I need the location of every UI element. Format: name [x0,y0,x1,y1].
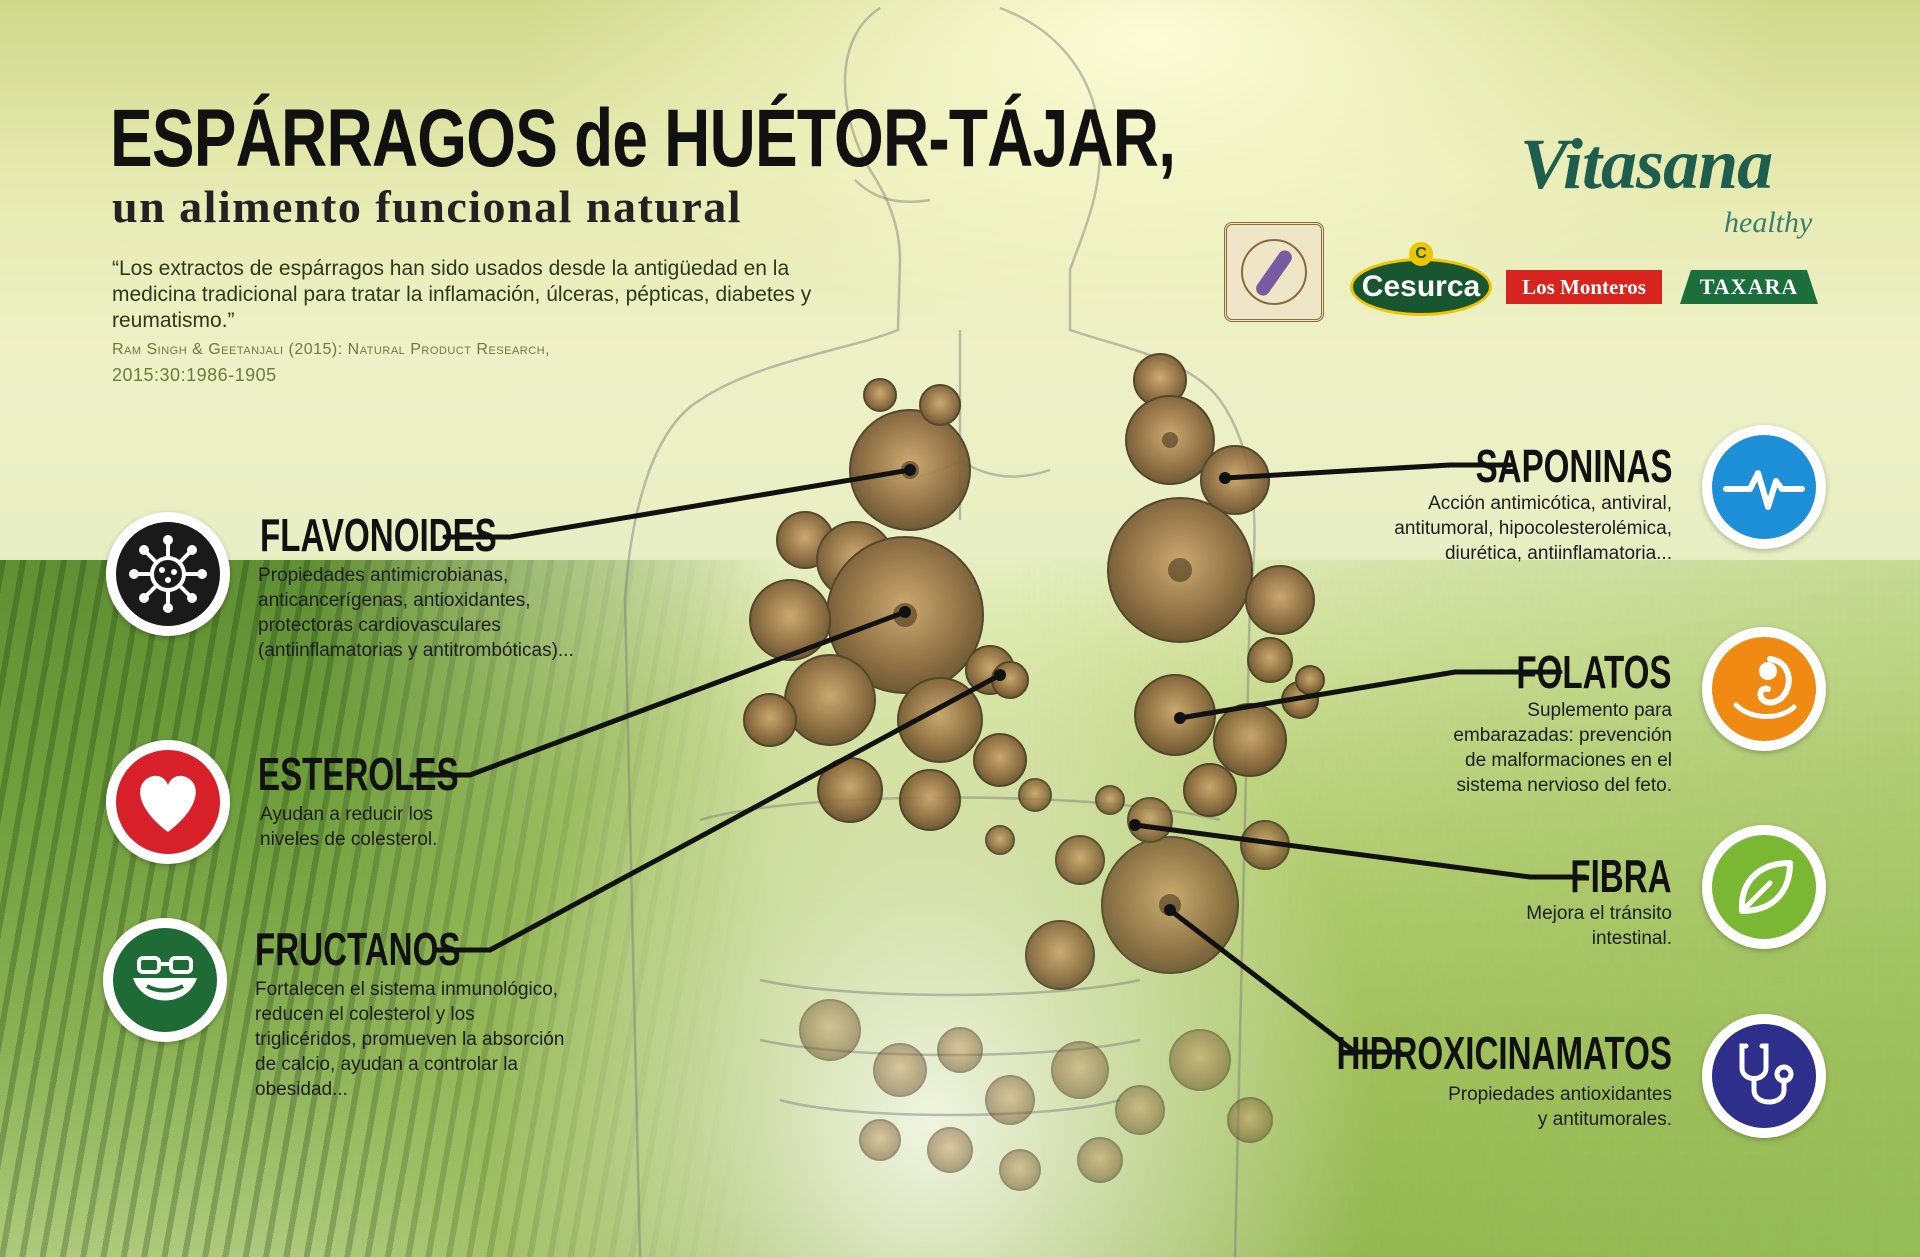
fructanos-description: Fortalecen el sistema inmunológico, redu… [255,979,565,1100]
connector-folatos [1177,669,1563,721]
esteroles-description: Ayudan a reducir los niveles de colester… [260,804,438,850]
glasses-mustache-icon [133,956,197,1001]
saponinas-description: Acción antimicótica, antiviral, antitumo… [1394,493,1672,564]
connector-saponinas [1222,462,1513,481]
quote-text: “Los extractos de espárragos han sido us… [112,257,812,332]
esteroles-badge [106,740,230,864]
connector-fibra [1132,822,1588,880]
hidroxicinamatos-badge [1702,1014,1826,1138]
pulse-icon [1723,470,1805,510]
cesurca-logo: Cesurca [1350,258,1492,316]
vitasana-tagline: healthy [1724,206,1813,239]
fibra-description: Mejora el tránsito intestinal. [1526,903,1672,949]
intestine-gears [799,999,1273,1191]
heart-icon [140,775,196,832]
stethoscope-icon [1739,1043,1794,1105]
saponinas-heading: SAPONINAS [1475,440,1672,492]
fibra-heading: FIBRA [1570,850,1672,902]
fibra-badge [1702,825,1826,949]
cesurca-mark: C [1409,242,1433,266]
seal-ring [1241,239,1307,305]
hidroxicinamatos-description: Propiedades antioxidantes y antitumorale… [1448,1084,1672,1130]
taxara-logo: TAXARA [1680,270,1818,304]
virus-icon [129,535,207,613]
leaf-icon [1738,860,1793,914]
folatos-heading: FOLATOS [1516,646,1672,698]
fructanos-heading: FRUCTANOS [255,923,461,975]
connector-flavonoides [442,467,913,540]
left-lung-gears [743,378,1029,831]
fetus-icon [1733,656,1797,719]
vitasana-logo: Vitasana [1520,124,1773,204]
los-monteros-logo: Los Monteros [1506,270,1662,304]
right-lung-gears [1107,353,1325,817]
connector-dots [899,464,1231,916]
page-subtitle: un alimento funcional natural [112,181,743,232]
flavonoides-description: Propiedades antimicrobianas, anticancerí… [258,565,574,661]
page-title: ESPÁRRAGOS de HUÉTOR-TÁJAR, [110,93,1176,184]
flavonoides-badge [106,512,230,636]
folatos-description: Suplemento para embarazadas: prevención … [1453,700,1672,796]
gears-illustration [743,353,1325,1191]
connector-lines [409,462,1588,1055]
citation-line-2: 2015:30:1986-1905 [112,365,277,385]
saponinas-badge [1702,425,1826,549]
connector-fructanos [432,672,1003,953]
fructanos-badge [103,918,227,1042]
esteroles-heading: ESTEROLES [258,748,459,800]
connector-hidroxicinamatos [1167,907,1403,1055]
hidroxicinamatos-heading: HIDROXICINAMATOS [1336,1027,1672,1079]
huetor-tajar-seal-logo [1224,222,1324,322]
flavonoides-heading: FLAVONOIDES [260,509,497,561]
citation-line-1: Ram Singh & Geetanjali (2015): Natural P… [112,341,551,358]
folatos-badge [1702,627,1826,751]
connector-esteroles [409,609,908,778]
